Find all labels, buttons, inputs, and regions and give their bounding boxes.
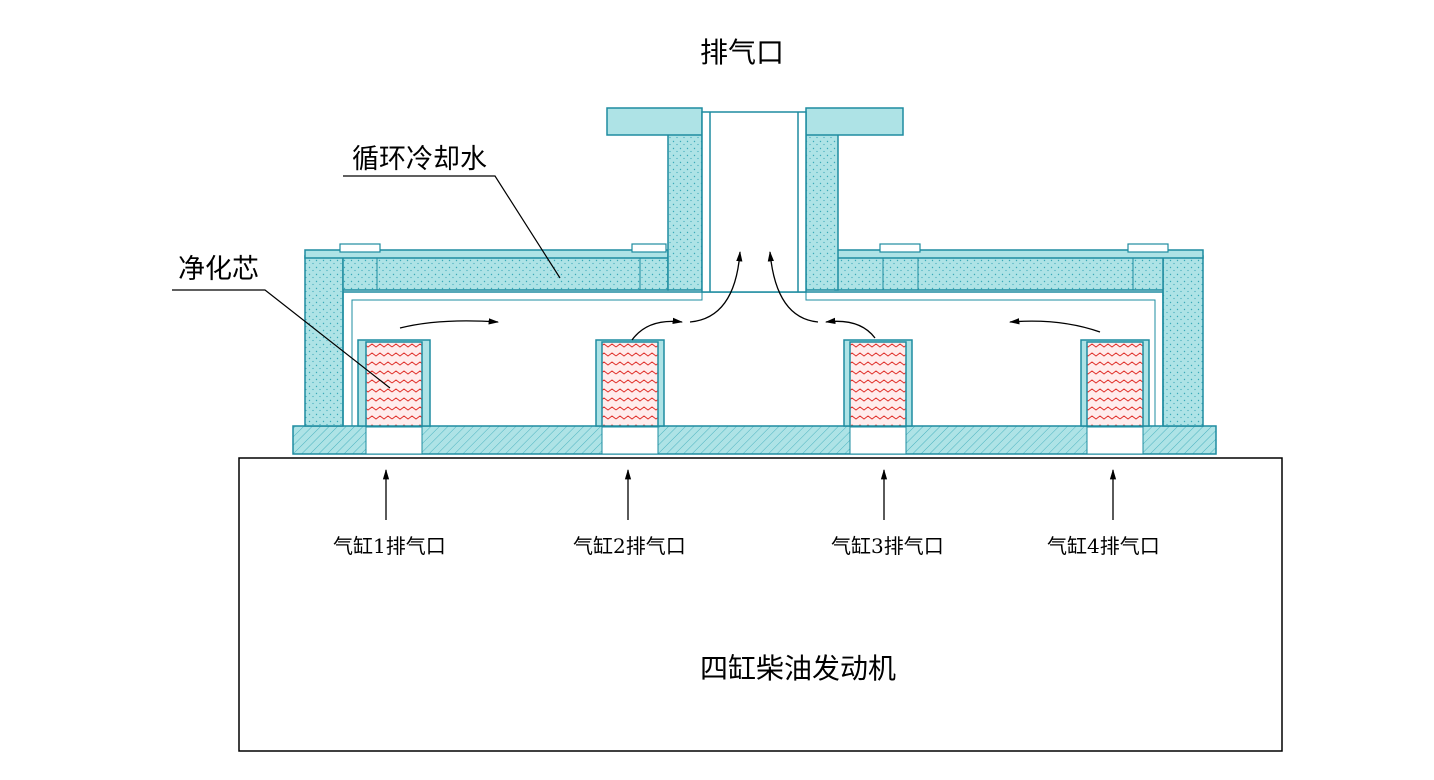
cylinder-4-label: 气缸4排气口 xyxy=(1047,534,1160,558)
filter-core-label: 净化芯 xyxy=(178,254,259,285)
outlet-pipe xyxy=(701,111,807,293)
outlet-label: 排气口 xyxy=(700,36,784,69)
cooling-water-label: 循环冷却水 xyxy=(352,144,487,175)
engine-label: 四缸柴油发动机 xyxy=(700,652,896,685)
leader-lines xyxy=(172,175,561,389)
flow-arrows xyxy=(382,250,1117,520)
base-plate xyxy=(292,425,1217,455)
cooling-jacket xyxy=(304,107,1204,427)
top-plugs xyxy=(339,243,1169,253)
filter-cores xyxy=(357,339,1150,427)
engine-block xyxy=(238,457,1283,752)
cylinder-1-label: 气缸1排气口 xyxy=(333,534,446,558)
cylinder-3-label: 气缸3排气口 xyxy=(831,534,944,558)
cylinder-2-label: 气缸2排气口 xyxy=(573,534,686,558)
